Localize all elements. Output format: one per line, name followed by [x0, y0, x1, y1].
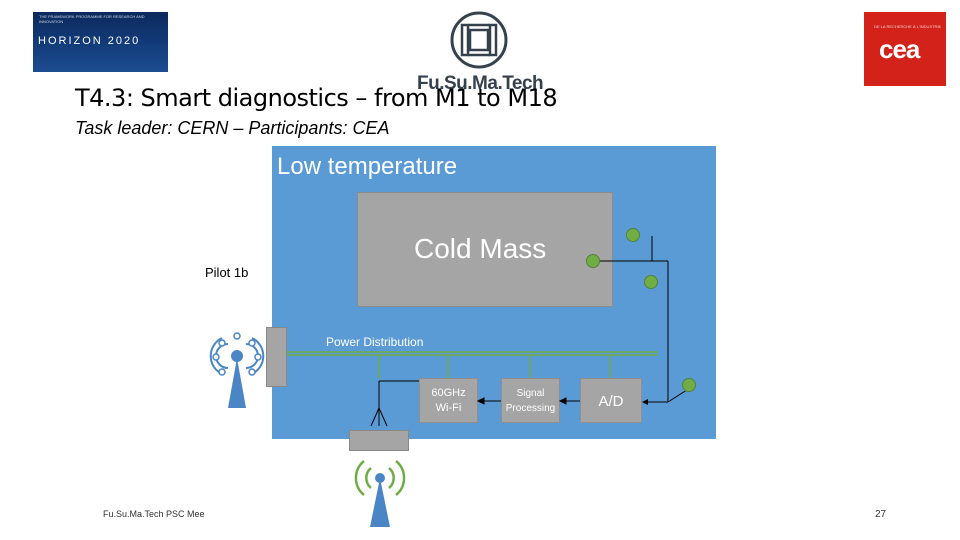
fusumatech-wordmark: Fu.Su.Ma.Tech	[417, 73, 544, 94]
wifi-60ghz-box: 60GHz Wi-Fi	[419, 378, 478, 423]
feedthrough-bottom	[349, 430, 409, 451]
wireless-tower-left-icon	[209, 332, 265, 408]
footer-text: Fu.Su.Ma.Tech PSC Mee	[103, 509, 205, 519]
cold-mass-box	[357, 192, 613, 307]
horizon-2020-logo: THE FRAMEWORK PROGRAMME FOR RESEARCH AND…	[33, 12, 168, 72]
slide-title: T4.3: Smart diagnostics – from M1 to M18	[75, 84, 558, 112]
signal-line1: Signal	[516, 388, 545, 399]
cold-mass-label: Cold Mass	[414, 233, 547, 264]
slide-subtitle: Task leader: CERN – Participants: CEA	[75, 118, 390, 138]
horizon-wordmark: HORIZON 2020	[38, 35, 141, 47]
wireless-tower-bottom-icon	[354, 460, 406, 527]
feedthrough-left	[266, 327, 287, 387]
wifi-line2: Wi-Fi	[435, 402, 462, 414]
low-temperature-label: Low temperature	[277, 153, 458, 180]
pilot-label: Pilot 1b	[205, 265, 249, 280]
horizon-tagline: THE FRAMEWORK PROGRAMME FOR RESEARCH AND…	[39, 14, 145, 24]
wifi-line1: 60GHz	[431, 387, 466, 399]
page-number: 27	[875, 509, 887, 520]
ad-converter-box: A/D	[580, 378, 642, 423]
fusumatech-logo-icon	[450, 11, 508, 69]
signal-processing-box: Signal Processing	[501, 378, 560, 423]
power-distribution-label: Power Distribution	[326, 335, 424, 349]
signal-line2: Processing	[505, 403, 556, 414]
cea-wordmark: cea	[879, 34, 920, 64]
cea-tagline: DE LA RECHERCHE À L'INDUSTRIE	[874, 24, 942, 29]
cea-logo: DE LA RECHERCHE À L'INDUSTRIE cea	[864, 12, 946, 86]
